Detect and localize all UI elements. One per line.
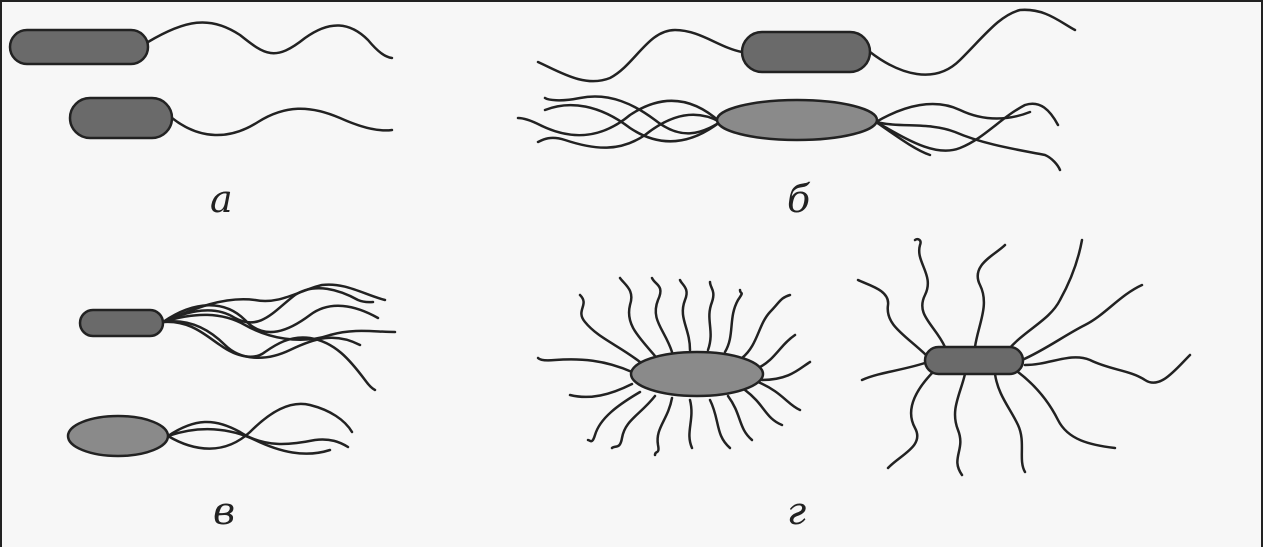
- flagellum: [975, 245, 1005, 347]
- panel-g-peritrichous-rod: [858, 239, 1190, 475]
- panel-a-monotrichous: [10, 22, 392, 138]
- flagellum: [518, 101, 720, 135]
- flagellum: [689, 400, 692, 448]
- flagellum: [742, 295, 790, 358]
- flagellum: [858, 280, 926, 355]
- flagellum: [612, 396, 655, 448]
- flagellum: [745, 390, 782, 425]
- bacterial-cell: [742, 32, 870, 72]
- panel-label-a: а: [210, 180, 233, 218]
- flagellum: [148, 22, 392, 58]
- flagellum: [876, 104, 1030, 122]
- panel-label-g: г: [787, 492, 806, 530]
- flagellum: [655, 398, 672, 455]
- bacterial-cell: [10, 30, 148, 64]
- bacterial-cell: [717, 100, 877, 140]
- panel-label-v: в: [213, 492, 235, 530]
- flagellum: [708, 282, 713, 350]
- flagellum: [710, 400, 730, 448]
- flagellum: [728, 396, 752, 440]
- flagellum: [652, 278, 672, 352]
- flagellum: [680, 280, 690, 350]
- flagellum: [725, 290, 742, 352]
- bacterial-cell: [68, 416, 168, 456]
- flagellum: [876, 122, 1060, 170]
- flagellum: [588, 392, 640, 441]
- bacterial-cell: [631, 352, 763, 396]
- flagellum: [862, 362, 928, 380]
- flagellum: [955, 374, 965, 475]
- bacterial-cell: [80, 310, 163, 336]
- flagellum: [915, 239, 945, 347]
- flagellum: [758, 382, 800, 410]
- panel-g-peritrichous-oval: [538, 278, 810, 455]
- flagellum: [762, 362, 810, 380]
- flagellum: [995, 374, 1025, 472]
- flagellum: [620, 278, 655, 356]
- panel-v-lophotrichous: [68, 285, 395, 456]
- flagellum: [1018, 372, 1115, 448]
- bacterial-cell: [70, 98, 172, 138]
- flagellum: [888, 370, 935, 468]
- flagellum: [1025, 355, 1190, 383]
- bacterial-cell: [925, 347, 1023, 374]
- flagellum: [876, 104, 1058, 151]
- panel-b-amphitrichous: [518, 10, 1075, 170]
- flagellum: [538, 115, 720, 148]
- flagellum: [538, 358, 632, 372]
- flagellum: [870, 10, 1075, 75]
- flagellum: [570, 384, 632, 397]
- flagellum: [172, 109, 392, 135]
- flagellum: [538, 30, 742, 81]
- panel-label-b: б: [787, 180, 810, 218]
- flagellum: [758, 335, 795, 368]
